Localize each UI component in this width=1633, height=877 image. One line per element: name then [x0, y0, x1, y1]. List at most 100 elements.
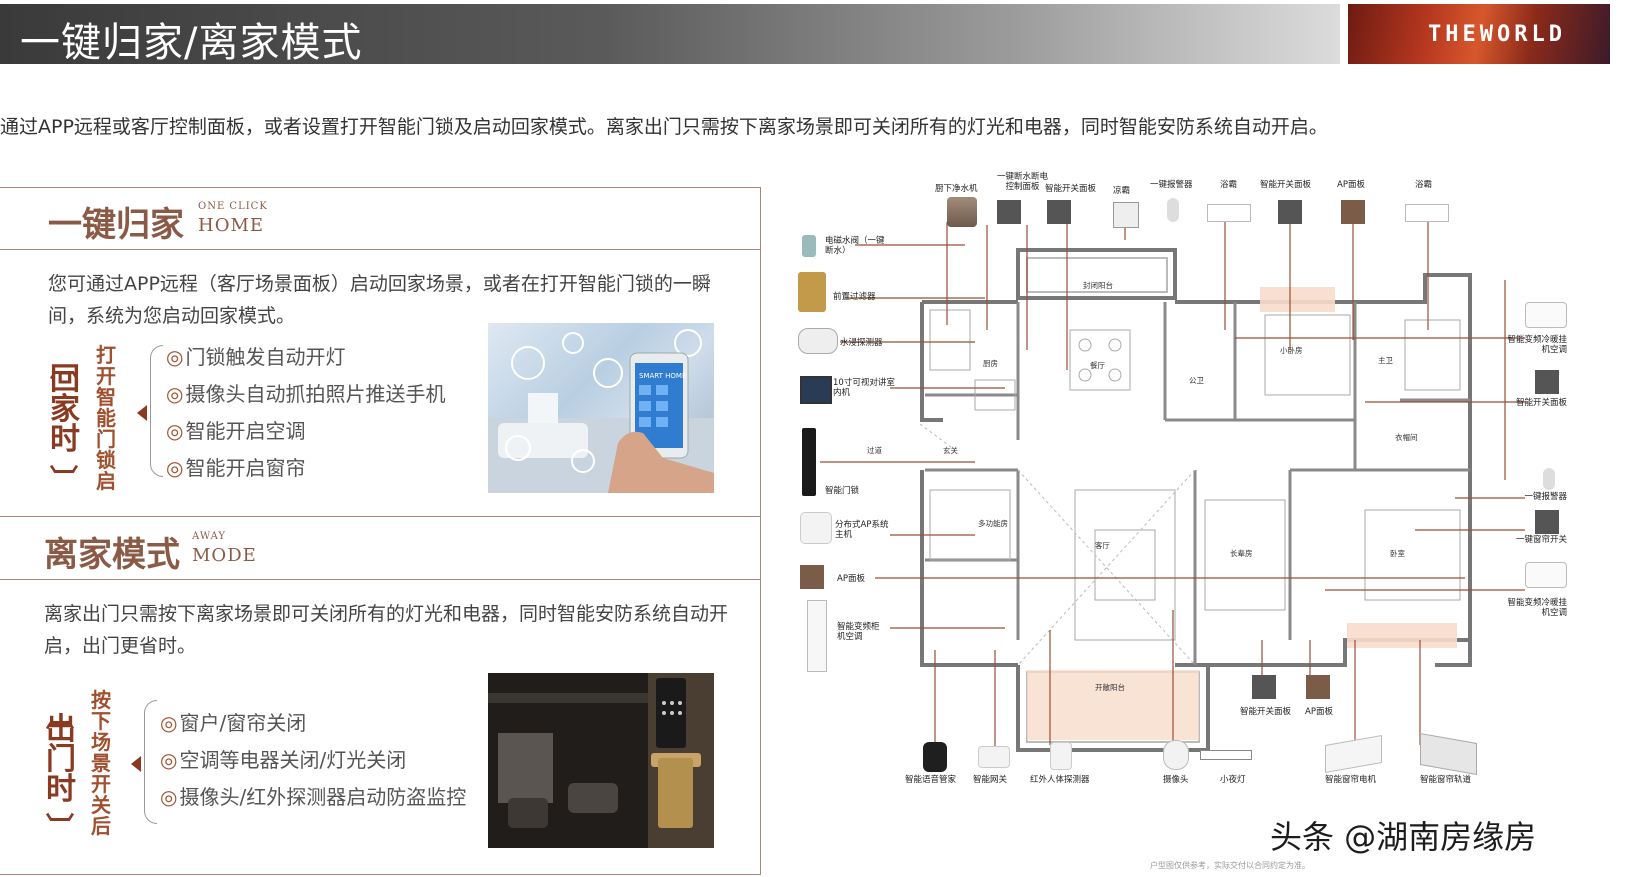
- smart-lock-icon: [802, 428, 816, 496]
- camera-icon: [1163, 740, 1189, 770]
- away-title: 离家模式: [44, 535, 180, 575]
- floor-plan-svg: [820, 222, 1525, 752]
- label-alarm: 一键报警器: [1524, 492, 1567, 502]
- ap-panel-icon: [1341, 200, 1365, 224]
- cabinet-ac-icon: [807, 600, 827, 672]
- label-curtain-rail: 智能窗帘轨道: [1420, 775, 1472, 785]
- app-caption: SMART HOME: [639, 372, 686, 380]
- bracket-open: ︹: [46, 700, 75, 733]
- label-ap-host: 分布式AP系统主机: [835, 520, 889, 540]
- bracket-close: ︺: [50, 463, 79, 496]
- label-ap-panel: AP面板: [1337, 180, 1365, 190]
- room-enclosed-balcony: 封闭阳台: [1083, 281, 1113, 290]
- router-icon: [800, 512, 832, 544]
- wall-ac-icon: [1525, 562, 1567, 588]
- arrow-icon: [137, 405, 147, 421]
- label-alarm: 一键报警器: [1150, 180, 1193, 190]
- header-bar: 一键归家/离家模式: [0, 4, 1340, 66]
- ap-panel-icon: [800, 565, 824, 589]
- room-multipurpose: 多功能房: [978, 519, 1008, 528]
- label-smart-lock: 智能门锁: [825, 486, 860, 496]
- bracket-open: ︹: [50, 350, 79, 383]
- room-entrance: 玄关: [943, 446, 958, 455]
- intro-text: 通过APP远程或客厅控制面板，或者设置打开智能门锁及启动回家模式。离家出门只需按…: [0, 116, 1328, 138]
- list-item: 空调等电器关闭/灯光关闭: [160, 742, 466, 779]
- away-title-en-big: MODE: [192, 545, 257, 566]
- away-title-en-small: AWAY: [192, 531, 227, 542]
- list-item: 智能开启窗帘: [166, 450, 445, 487]
- room-kitchen: 厨房: [983, 359, 998, 368]
- label-cooling-fan: 凉霸: [1113, 186, 1131, 196]
- away-mode-label: 出门时: [46, 712, 76, 807]
- bath-heater-icon: [1405, 204, 1449, 222]
- away-trigger-text: 按下场景开关后: [91, 688, 111, 838]
- label-water-sensor: 水浸探测器: [840, 338, 883, 348]
- room-elder-bedroom: 长辈房: [1230, 549, 1253, 558]
- brand-logo: THEWORLD: [1348, 4, 1610, 64]
- away-section-header: 离家模式 AWAY MODE: [0, 516, 760, 580]
- label-switch-panel: 智能开关面板: [1260, 180, 1312, 190]
- label-water-valve: 电磁水阀（一键断水）: [825, 236, 885, 256]
- label-motion-sensor: 红外人体探测器: [1030, 775, 1090, 785]
- gateway-icon: [978, 746, 1010, 768]
- room-public-bath: 公卫: [1189, 376, 1204, 385]
- bracket-close: ︺: [46, 811, 75, 844]
- water-valve-icon: [802, 235, 816, 257]
- home-trigger-text: 打开智能门锁启: [96, 343, 116, 493]
- room-cloakroom: 衣帽间: [1395, 433, 1418, 442]
- ap-panel-icon: [1306, 675, 1330, 699]
- label-gateway: 智能网关: [973, 775, 1008, 785]
- label-camera: 摄像头: [1163, 775, 1189, 785]
- home-title-en-small: ONE CLICK: [198, 201, 268, 212]
- voice-assistant-icon: [923, 742, 947, 772]
- night-light-icon: [1200, 750, 1252, 760]
- label-wall-ac: 智能变频冷暖挂机空调: [1507, 598, 1567, 618]
- page-title: 一键归家/离家模式: [20, 20, 363, 66]
- water-purifier-icon: [947, 197, 977, 227]
- control-panel-icon: [997, 200, 1021, 224]
- room-living: 客厅: [1095, 541, 1110, 550]
- label-switch-panel: 智能开关面板: [1515, 398, 1567, 408]
- list-item: 智能开启空调: [166, 413, 445, 450]
- label-voice-assistant: 智能语音管家: [905, 775, 957, 785]
- alarm-button-icon: [1543, 468, 1555, 490]
- switch-panel-icon: [1535, 370, 1559, 394]
- room-small-bedroom: 小卧房: [1280, 346, 1303, 355]
- list-item: 窗户/窗帘关闭: [160, 705, 466, 742]
- away-description: 离家出门只需按下离家场景即可关闭所有的灯光和电器，同时智能安防系统自动开启，出门…: [44, 603, 729, 657]
- home-description: 您可通过APP远程（客厅场景面板）启动回家场景，或者在打开智能门锁的一瞬间，系统…: [48, 273, 711, 327]
- switch-panel-icon: [1047, 200, 1071, 224]
- label-cabinet-ac: 智能变频柜机空调: [837, 622, 880, 642]
- label-curtain-switch: 一键窗帘开关: [1515, 535, 1567, 545]
- away-actions-list: 窗户/窗帘关闭 空调等电器关闭/灯光关闭 摄像头/红外探测器启动防盗监控: [160, 705, 466, 816]
- curtain-switch-icon: [1535, 510, 1559, 534]
- list-item: 门锁触发自动开灯: [166, 339, 445, 376]
- brace-icon: [144, 700, 157, 824]
- floor-plan-diagram: 厨下净水机 一键断水断电控制面板 智能开关面板 凉霸 一键报警器 浴霸 智能开关…: [765, 170, 1633, 870]
- switch-panel-icon: [1252, 675, 1276, 699]
- watermark: 头条 @湖南房缘房: [1270, 818, 1537, 856]
- label-night-light: 小夜灯: [1220, 775, 1246, 785]
- label-wall-ac: 智能变频冷暖挂机空调: [1507, 335, 1567, 355]
- smart-home-photo: SMART HOME: [488, 323, 714, 493]
- label-curtain-motor: 智能窗帘电机: [1325, 775, 1377, 785]
- alarm-button-icon: [1167, 198, 1179, 222]
- smart-lock-photo: [488, 673, 714, 848]
- smart-lock-illustration: [488, 673, 714, 848]
- label-pre-filter: 前置过滤器: [833, 292, 876, 302]
- label-bath-heater: 浴霸: [1415, 180, 1433, 190]
- list-item: 摄像头/红外探测器启动防盗监控: [160, 779, 466, 816]
- room-bedroom: 卧室: [1390, 549, 1405, 558]
- label-intercom: 10寸可视对讲室内机: [833, 378, 895, 398]
- brand-text: THEWORLD: [1428, 22, 1566, 47]
- label-cutoff-panel: 一键断水断电控制面板: [996, 172, 1048, 192]
- label-ap-panel: AP面板: [837, 574, 865, 584]
- label-switch-panel: 智能开关面板: [1045, 184, 1097, 194]
- mode-panel: [0, 187, 761, 875]
- room-dining: 餐厅: [1090, 361, 1105, 370]
- home-title-en-big: HOME: [198, 215, 265, 236]
- wall-ac-icon: [1525, 302, 1567, 328]
- room-hallway: 过道: [867, 446, 882, 455]
- home-title: 一键归家: [48, 205, 184, 245]
- list-item: 摄像头自动抓拍照片推送手机: [166, 376, 445, 413]
